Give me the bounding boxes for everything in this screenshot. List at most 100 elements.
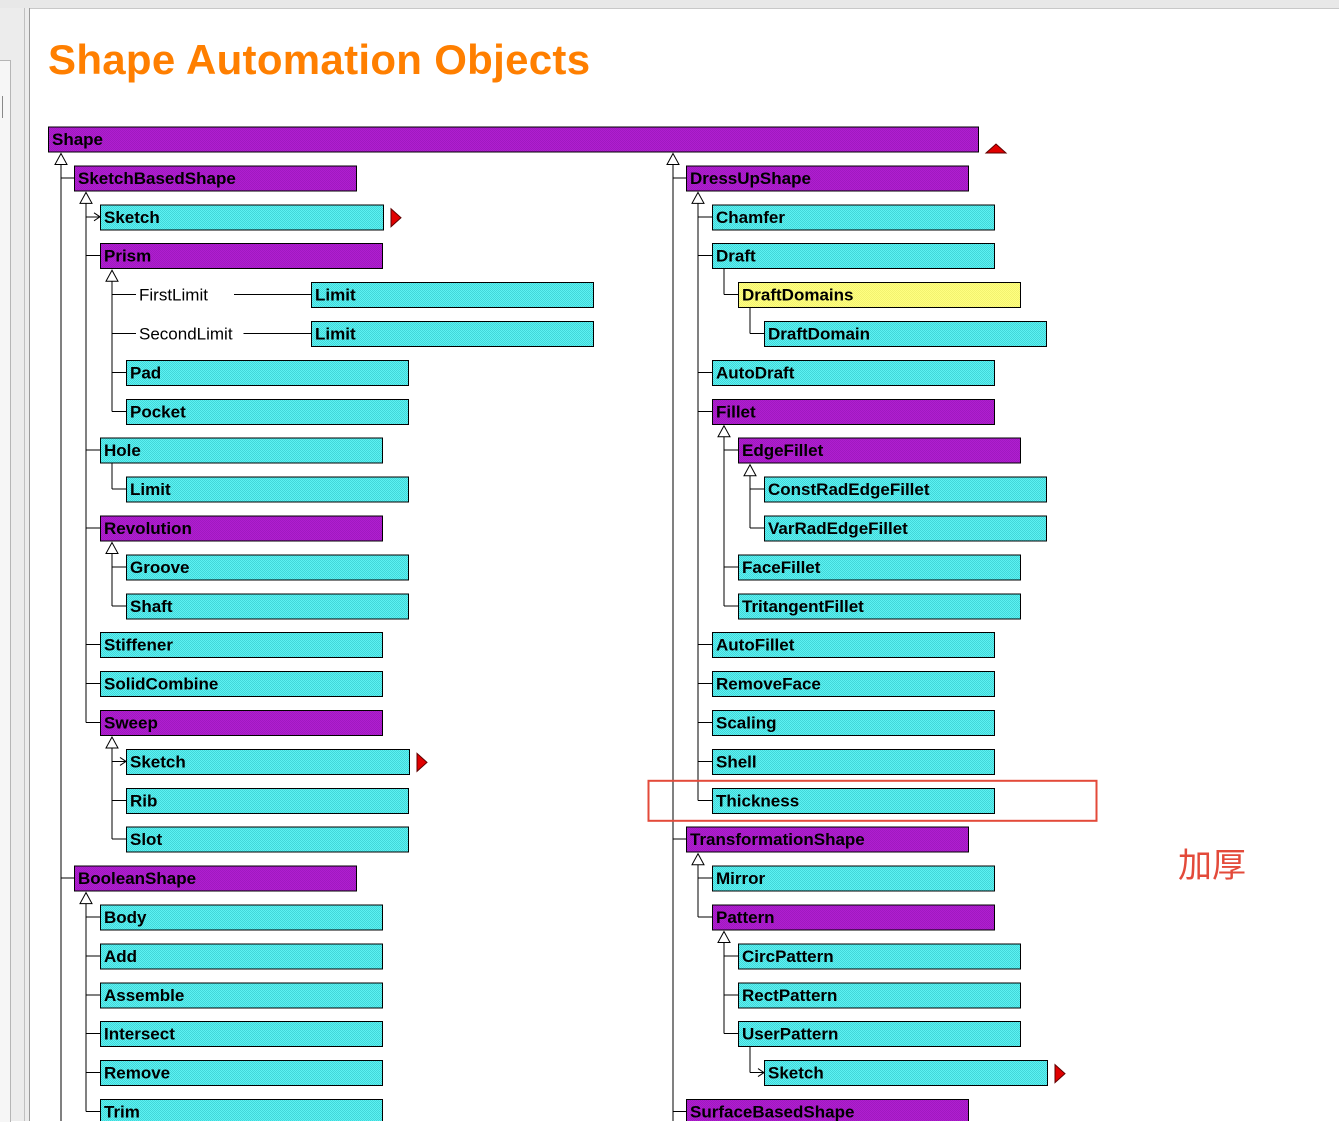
class-label: Limit: [315, 325, 356, 344]
class-box-revolution[interactable]: Revolution: [100, 515, 383, 542]
class-box-prism[interactable]: Prism: [100, 243, 383, 270]
class-label: Shaft: [130, 597, 173, 616]
class-label: Sketch: [104, 208, 160, 227]
class-box-intersect[interactable]: Intersect: [100, 1021, 383, 1048]
class-label: Scaling: [716, 714, 776, 733]
class-box-autodraft[interactable]: AutoDraft: [712, 359, 995, 386]
class-boxes[interactable]: ShapeSketchBasedShapeSketchPrismLimitLim…: [48, 126, 1048, 1122]
class-box-mirror[interactable]: Mirror: [712, 865, 995, 892]
class-label: Trim: [104, 1103, 140, 1122]
class-label: Shell: [716, 752, 757, 771]
left-scroll-panel[interactable]: [0, 60, 11, 1122]
class-label: UserPattern: [742, 1025, 838, 1044]
class-label: Sweep: [104, 714, 158, 733]
class-label: Mirror: [716, 869, 766, 888]
connector-marks: [54, 143, 1098, 1084]
class-box-sweep[interactable]: Sweep: [100, 710, 383, 736]
class-box-slot[interactable]: Slot: [126, 826, 409, 853]
class-box-dressupshape[interactable]: DressUpShape: [686, 165, 969, 192]
class-box-sketchbasedshape[interactable]: SketchBasedShape: [74, 165, 357, 192]
class-box-draft[interactable]: Draft: [712, 243, 995, 270]
class-box-sketch[interactable]: Sketch: [126, 748, 410, 775]
class-label: VarRadEdgeFillet: [768, 519, 908, 538]
connector-lines: [60, 164, 764, 1121]
class-box-hole[interactable]: Hole: [100, 437, 383, 464]
class-box-groove[interactable]: Groove: [126, 554, 409, 581]
class-box-solidcombine[interactable]: SolidCombine: [100, 671, 383, 698]
class-label: Thickness: [716, 791, 799, 810]
class-label: Stiffener: [104, 636, 173, 655]
class-box-shell[interactable]: Shell: [712, 748, 995, 775]
class-box-shaft[interactable]: Shaft: [126, 593, 409, 620]
pane-inner-border: [24, 8, 29, 1121]
relation-label: SecondLimit: [139, 325, 233, 344]
class-box-sketch[interactable]: Sketch: [100, 204, 384, 231]
class-box-pad[interactable]: Pad: [126, 359, 409, 386]
class-box-remove[interactable]: Remove: [100, 1060, 383, 1087]
class-box-body[interactable]: Body: [100, 904, 383, 931]
class-label: SketchBasedShape: [78, 169, 236, 188]
class-box-stiffener[interactable]: Stiffener: [100, 632, 383, 659]
class-box-edgefillet[interactable]: EdgeFillet: [738, 437, 1021, 464]
class-box-varradedgefillet[interactable]: VarRadEdgeFillet: [764, 515, 1047, 542]
class-box-facefillet[interactable]: FaceFillet: [738, 554, 1021, 581]
more-arrow-icon[interactable]: [1054, 1063, 1066, 1084]
class-label: TransformationShape: [690, 830, 865, 849]
class-box-trim[interactable]: Trim: [100, 1099, 383, 1122]
class-label: AutoFillet: [716, 636, 795, 655]
class-box-tritangentfillet[interactable]: TritangentFillet: [738, 593, 1021, 620]
class-label: Sketch: [768, 1064, 824, 1083]
class-label: RectPattern: [742, 986, 837, 1005]
class-box-draftdomain[interactable]: DraftDomain: [764, 321, 1047, 347]
class-box-transformationshape[interactable]: TransformationShape: [686, 826, 969, 853]
class-box-constradedgefillet[interactable]: ConstRadEdgeFillet: [764, 476, 1047, 503]
class-label: Sketch: [130, 752, 186, 771]
more-arrow-icon[interactable]: [984, 143, 1008, 154]
class-box-userpattern[interactable]: UserPattern: [738, 1021, 1021, 1048]
class-label: Draft: [716, 247, 756, 266]
class-label: TritangentFillet: [742, 597, 864, 616]
scroll-thumb[interactable]: [2, 96, 7, 118]
class-label: Limit: [130, 480, 171, 499]
class-label: SurfaceBasedShape: [690, 1103, 854, 1122]
class-box-sketch[interactable]: Sketch: [764, 1060, 1048, 1087]
class-label: EdgeFillet: [742, 441, 824, 460]
class-label: BooleanShape: [78, 869, 196, 888]
class-label: Revolution: [104, 519, 192, 538]
class-box-autofillet[interactable]: AutoFillet: [712, 632, 995, 659]
class-box-add[interactable]: Add: [100, 943, 383, 970]
window-top-strip: [0, 0, 1339, 9]
class-label: Prism: [104, 247, 151, 266]
class-box-fillet[interactable]: Fillet: [712, 398, 995, 425]
pane-divider[interactable]: [29, 8, 30, 1121]
more-arrow-icon[interactable]: [416, 752, 428, 773]
class-box-limit[interactable]: Limit: [311, 282, 594, 309]
class-box-pattern[interactable]: Pattern: [712, 904, 995, 931]
class-box-removeface[interactable]: RemoveFace: [712, 671, 995, 698]
class-label: Hole: [104, 441, 141, 460]
class-box-circpattern[interactable]: CircPattern: [738, 943, 1021, 970]
class-box-thickness[interactable]: Thickness: [712, 787, 995, 814]
class-label: CircPattern: [742, 947, 834, 966]
class-label: SolidCombine: [104, 675, 218, 694]
class-box-limit[interactable]: Limit: [126, 476, 409, 503]
class-box-pocket[interactable]: Pocket: [126, 398, 409, 425]
class-box-shape[interactable]: Shape: [48, 126, 979, 153]
class-box-surfacebasedshape[interactable]: SurfaceBasedShape: [686, 1099, 969, 1122]
class-label: Body: [104, 908, 147, 927]
class-label: DraftDomains: [742, 286, 853, 305]
class-label: Rib: [130, 791, 157, 810]
more-arrow-icon[interactable]: [390, 207, 402, 228]
class-box-assemble[interactable]: Assemble: [100, 982, 383, 1009]
class-box-scaling[interactable]: Scaling: [712, 710, 995, 736]
class-label: DressUpShape: [690, 169, 811, 188]
class-label: Slot: [130, 830, 162, 849]
class-label: DraftDomain: [768, 325, 870, 344]
class-box-chamfer[interactable]: Chamfer: [712, 204, 995, 231]
class-box-draftdomains[interactable]: DraftDomains: [738, 282, 1021, 309]
class-box-rectpattern[interactable]: RectPattern: [738, 982, 1021, 1009]
class-box-booleanshape[interactable]: BooleanShape: [74, 865, 357, 892]
class-box-rib[interactable]: Rib: [126, 787, 409, 814]
class-box-limit[interactable]: Limit: [311, 321, 594, 347]
